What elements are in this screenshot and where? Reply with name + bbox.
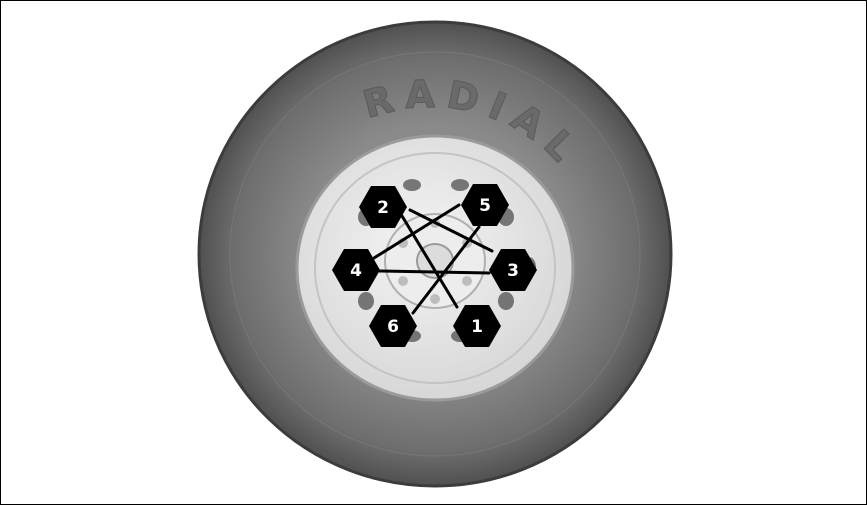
svg-text:5: 5 [479,196,491,216]
svg-text:4: 4 [350,261,362,281]
svg-text:2: 2 [377,198,389,218]
svg-text:6: 6 [387,317,399,337]
sequence-line-3-4 [379,271,489,273]
svg-text:1: 1 [471,317,483,337]
svg-text:3: 3 [507,261,519,281]
hub [385,214,485,308]
